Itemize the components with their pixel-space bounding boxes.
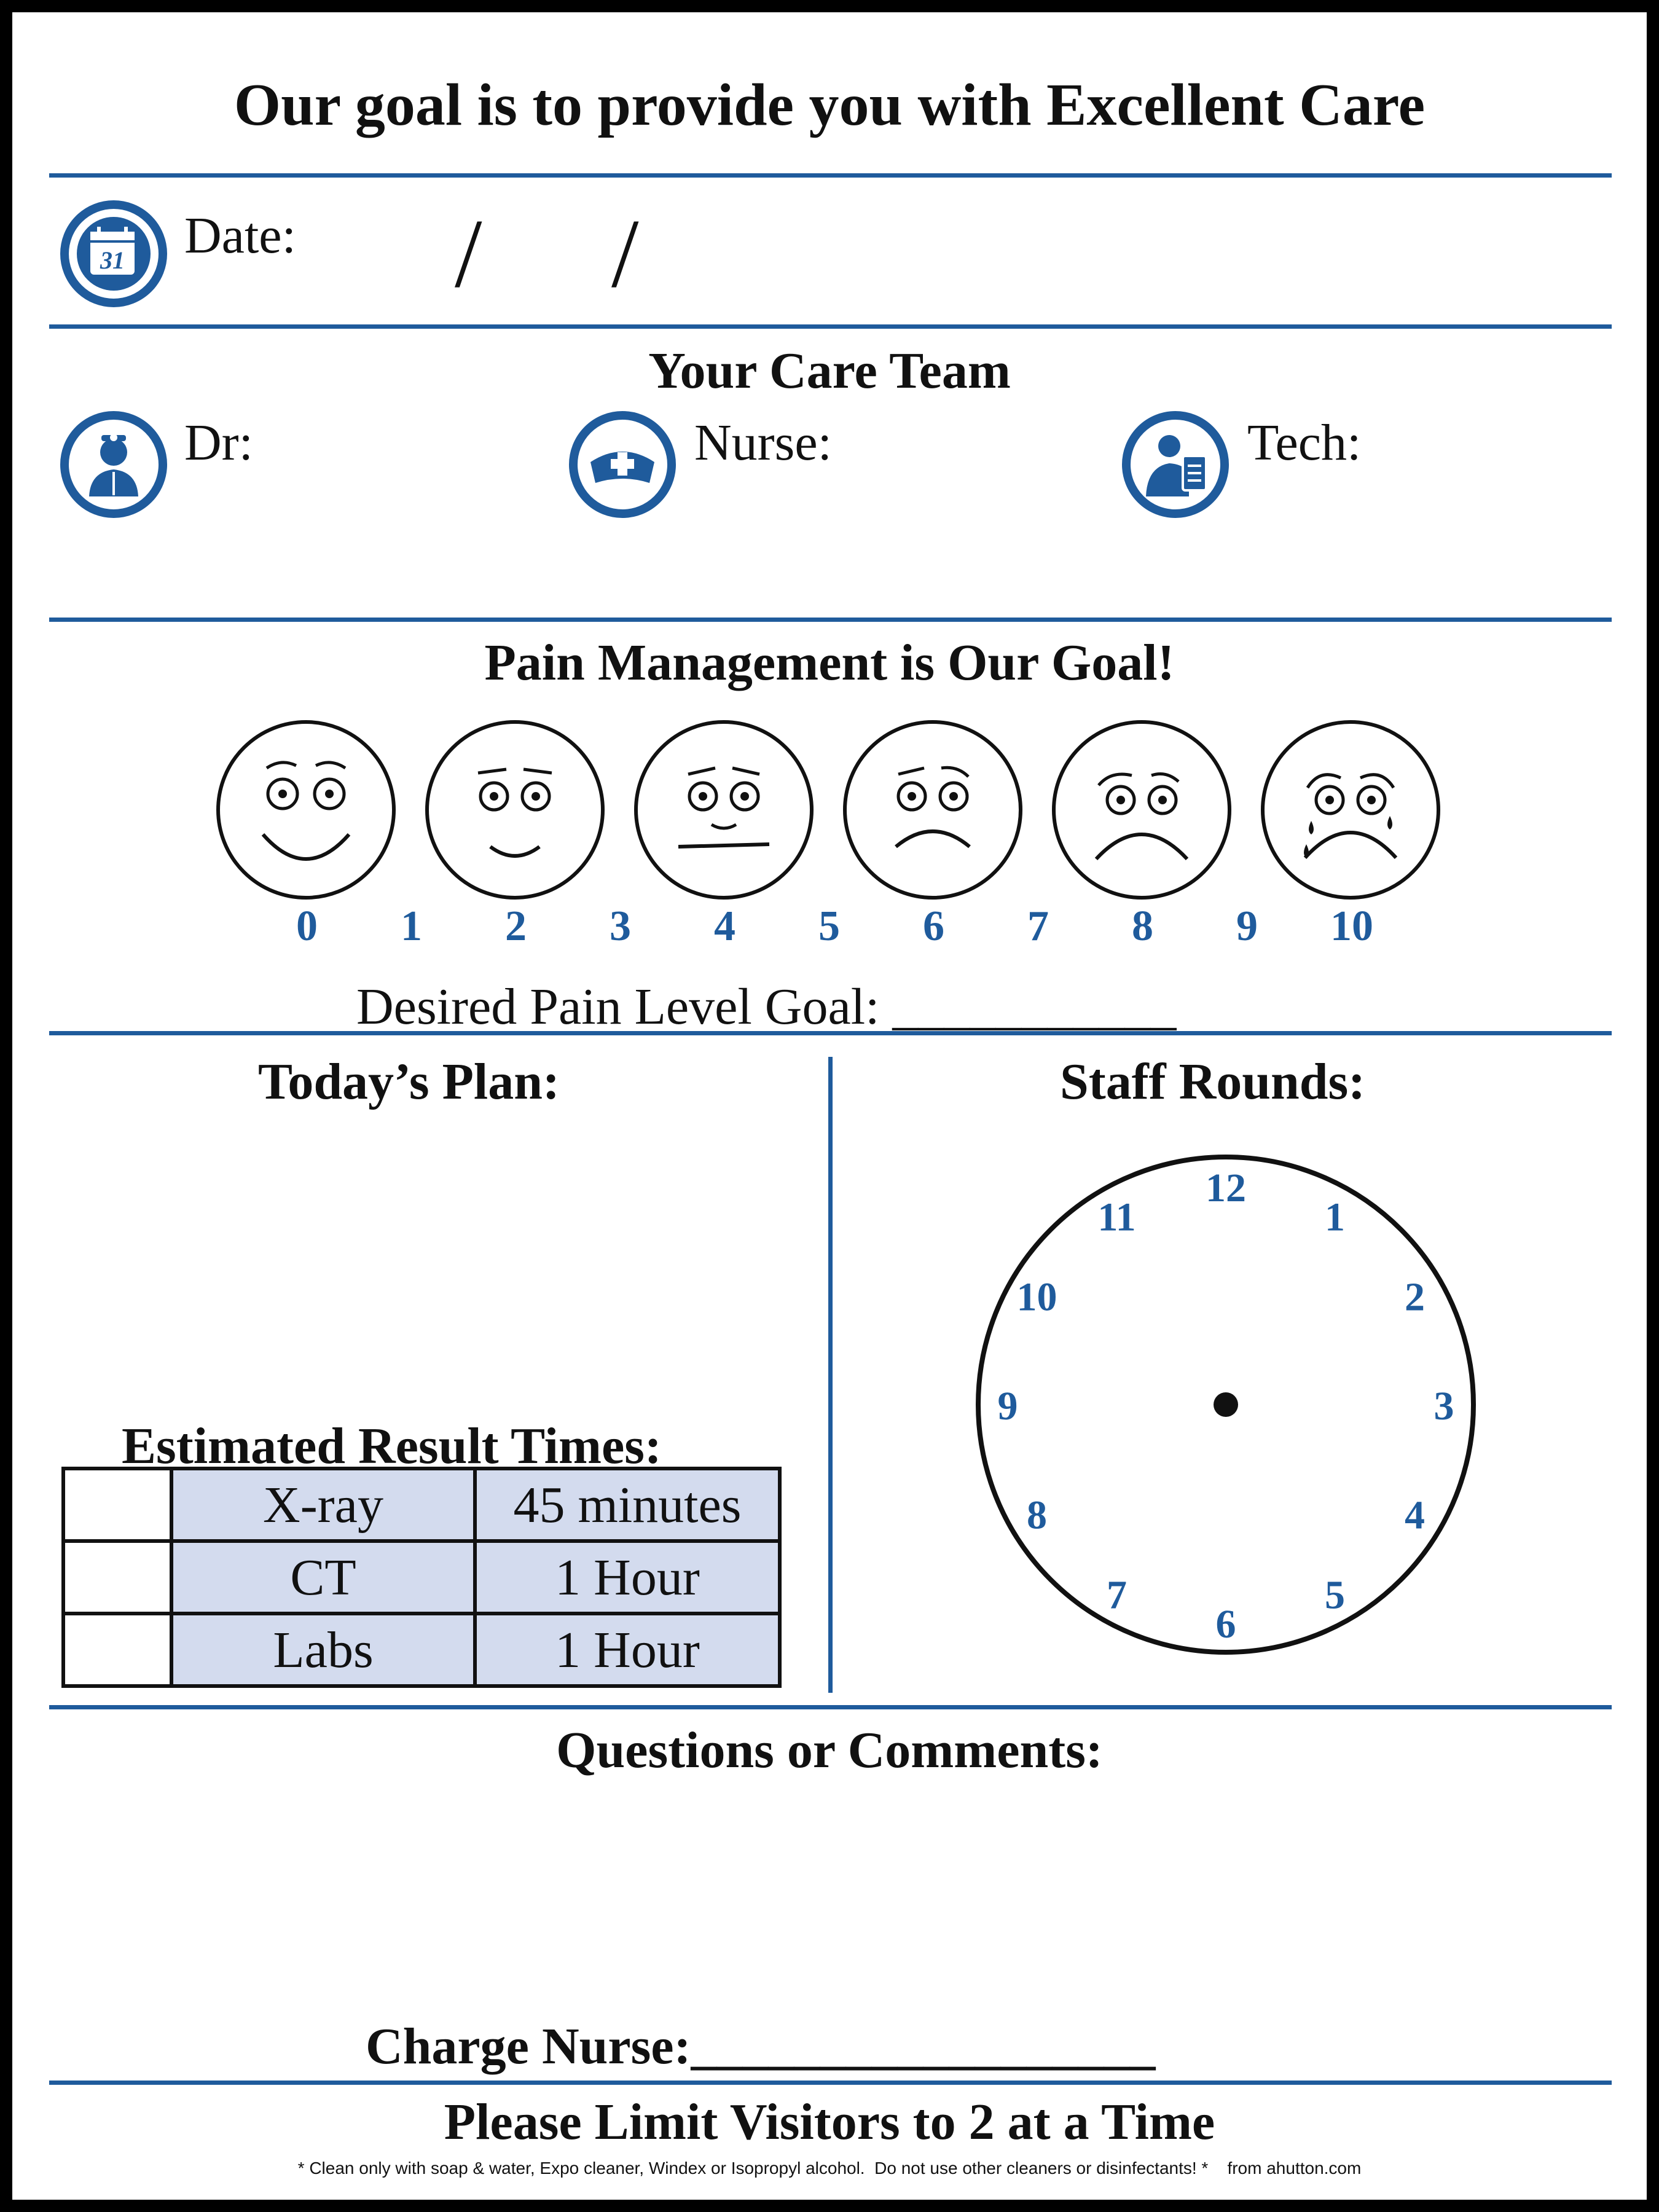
clock-number-12: 12 (1206, 1166, 1246, 1210)
pain-scale-1: 1 (401, 903, 422, 950)
clock-center (1214, 1392, 1238, 1417)
pain-scale-5: 5 (818, 903, 840, 950)
clock-number-9: 9 (998, 1384, 1018, 1429)
pain-scale-4: 4 (714, 903, 735, 950)
crying-face (1261, 720, 1440, 900)
test-name: CT (170, 1539, 477, 1615)
calendar-day: 31 (100, 246, 125, 274)
result-time: 45 minutes (473, 1467, 782, 1543)
pain-goal-label: Desired Pain Level Goal: ___________ (356, 978, 1177, 1035)
result-time: 1 Hour (473, 1539, 782, 1615)
table-row: X-ray 45 minutes (61, 1467, 782, 1543)
plan-title: Today’s Plan: (258, 1053, 560, 1110)
pain-scale-7: 7 (1027, 903, 1049, 950)
clock-number-1: 1 (1325, 1195, 1345, 1240)
clock-number-2: 2 (1405, 1275, 1425, 1320)
doctor-icon (60, 411, 167, 518)
clock-number-5: 5 (1325, 1572, 1345, 1617)
very-happy-face (216, 720, 396, 900)
divider (49, 2081, 1612, 2085)
result-time: 1 Hour (473, 1612, 782, 1688)
cleaning-note: * Clean only with soap & water, Expo cle… (297, 2159, 1362, 2178)
clock-number-7: 7 (1107, 1572, 1127, 1617)
clock-number-10: 10 (1017, 1275, 1057, 1320)
pain-scale-6: 6 (923, 903, 944, 950)
doctor-label: Dr: (184, 414, 253, 471)
clock-number-3: 3 (1434, 1384, 1454, 1429)
divider (49, 618, 1612, 622)
table-row: CT 1 Hour (61, 1539, 782, 1615)
date-slash-1: / (455, 198, 482, 308)
divider (49, 1031, 1612, 1035)
pain-scale-8: 8 (1132, 903, 1153, 950)
pain-scale-3: 3 (610, 903, 631, 950)
test-name: X-ray (170, 1467, 477, 1543)
checkbox-cell[interactable] (61, 1612, 173, 1688)
pain-faces (216, 720, 1440, 900)
test-name: Labs (170, 1612, 477, 1688)
questions-title: Questions or Comments: (556, 1722, 1103, 1779)
page-title: Our goal is to provide you with Excellen… (233, 72, 1426, 138)
nurse-cap-icon (569, 411, 676, 518)
pain-scale-10: 10 (1330, 903, 1373, 950)
results-table: X-ray 45 minutes CT 1 Hour Labs 1 Hour (61, 1467, 782, 1688)
pain-scale-2: 2 (505, 903, 527, 950)
divider (49, 324, 1612, 329)
whiteboard: Our goal is to provide you with Excellen… (12, 12, 1647, 2200)
pain-title: Pain Management is Our Goal! (484, 634, 1175, 691)
calendar-icon: 31 (60, 200, 167, 307)
clock-number-6: 6 (1216, 1602, 1236, 1647)
checkbox-cell[interactable] (61, 1539, 173, 1615)
happy-face (425, 720, 605, 900)
pain-scale-9: 9 (1236, 903, 1258, 950)
tech-clipboard-icon (1122, 411, 1229, 518)
tech-label: Tech: (1247, 414, 1362, 471)
nurse-label: Nurse: (694, 414, 832, 471)
sad-face (1052, 720, 1231, 900)
column-divider (828, 1057, 833, 1693)
rounds-title: Staff Rounds: (1060, 1053, 1366, 1110)
visitors-notice: Please Limit Visitors to 2 at a Time (444, 2093, 1215, 2151)
table-row: Labs 1 Hour (61, 1612, 782, 1688)
checkbox-cell[interactable] (61, 1467, 173, 1543)
clock-number-4: 4 (1405, 1493, 1425, 1538)
divider (49, 1705, 1612, 1709)
date-label: Date: (184, 207, 296, 264)
clock-number-8: 8 (1027, 1493, 1047, 1538)
unhappy-face (843, 720, 1022, 900)
pain-scale-0: 0 (296, 903, 318, 950)
results-title: Estimated Result Times: (122, 1418, 662, 1475)
neutral-face (634, 720, 814, 900)
divider (49, 173, 1612, 178)
care-team-title: Your Care Team (648, 342, 1011, 399)
date-slash-2: / (611, 198, 639, 308)
charge-nurse-label: Charge Nurse:__________________ (366, 2018, 1156, 2075)
clock-number-11: 11 (1097, 1195, 1135, 1240)
